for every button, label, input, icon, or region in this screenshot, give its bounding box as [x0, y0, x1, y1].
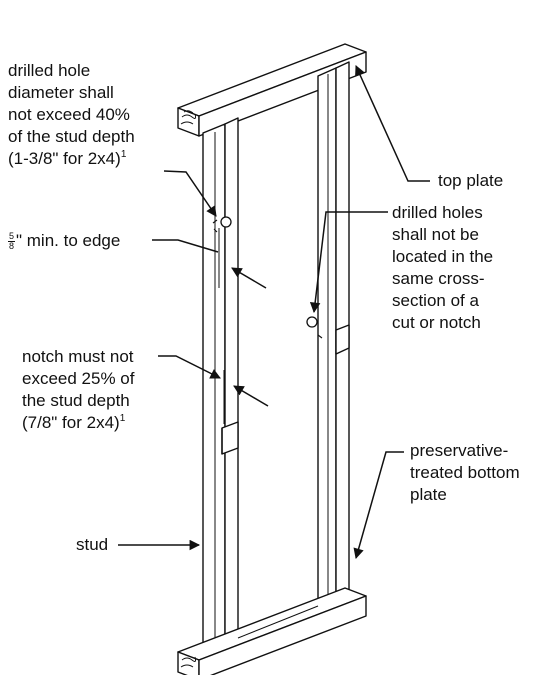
drilled-hole-line-5: (1-3/8" for 2x4)1 — [8, 148, 135, 170]
notch-arrow — [233, 385, 269, 407]
stud-text: stud — [76, 535, 109, 554]
top-plate-label: top plate — [438, 170, 503, 192]
location-line-3: located in the — [392, 247, 494, 266]
left-stud — [202, 117, 239, 651]
notch-footnote: 1 — [119, 413, 126, 424]
fraction-numerator: 5 — [8, 231, 16, 242]
location-line-4: same cross- — [392, 269, 485, 288]
bottom-plate-line-1: preservative- — [410, 441, 509, 460]
drilled-hole-leader — [163, 170, 217, 217]
drilled-hole-line-1: drilled hole — [8, 61, 91, 80]
notch-leader — [158, 355, 221, 379]
framing-drawing — [177, 43, 367, 675]
bottom-plate-line-2: treated bottom — [410, 463, 520, 482]
drilled-hole-mark — [220, 216, 232, 228]
notch-line-1: notch must not — [22, 347, 134, 366]
notch-line-2: exceed 25% of — [22, 369, 135, 388]
location-line-6: cut or notch — [392, 313, 481, 332]
bottom-plate-leader — [353, 451, 404, 560]
bottom-plate-line-3: plate — [410, 485, 447, 504]
leader-lines — [118, 65, 430, 560]
top-plate-text: top plate — [438, 171, 504, 190]
notch-label: notch must not exceed 25% of the stud de… — [22, 346, 134, 434]
drilled-hole-line-4: of the stud depth — [8, 127, 135, 146]
fraction-denominator: 8 — [9, 241, 15, 251]
bottom-plate — [177, 587, 367, 675]
min-edge-arrow — [231, 267, 267, 289]
min-edge-text: " min. to edge — [16, 231, 121, 250]
drilled-hole-line-3: not exceed 40% — [8, 105, 130, 124]
notch-line-4: (7/8" for 2x4)1 — [22, 412, 134, 434]
notch-line-3: the stud depth — [22, 391, 130, 410]
right-stud — [306, 61, 350, 605]
stud-label: stud — [76, 534, 108, 556]
drilled-hole-diameter-label: drilled hole diameter shall not exceed 4… — [8, 60, 135, 170]
notch-size-text: (7/8" for 2x4) — [22, 413, 120, 432]
location-line-1: drilled holes — [392, 203, 483, 222]
location-line-2: shall not be — [392, 225, 479, 244]
top-plate-leader — [355, 65, 430, 182]
location-line-5: section of a — [392, 291, 479, 310]
drilled-holes-location-leader — [309, 211, 388, 314]
drilled-hole-line-2: diameter shall — [8, 83, 114, 102]
bottom-plate-label: preservative- treated bottom plate — [410, 440, 520, 506]
drilled-holes-location-label: drilled holes shall not be located in th… — [392, 202, 493, 334]
drilled-hole-size-text: (1-3/8" for 2x4) — [8, 149, 121, 168]
drilled-hole-near-notch — [306, 316, 318, 328]
min-edge-leader — [152, 239, 219, 253]
drilled-hole-footnote: 1 — [120, 149, 127, 160]
